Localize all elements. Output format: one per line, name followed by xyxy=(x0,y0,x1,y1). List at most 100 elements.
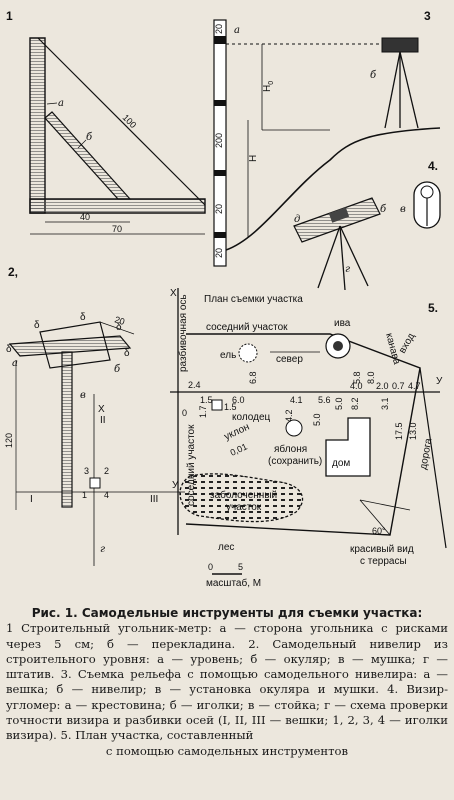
dim-row-2: 6.0 xyxy=(232,395,245,405)
p2-label-v: в xyxy=(80,390,86,401)
entrance-label: вход xyxy=(397,331,417,355)
dim-80: 8.0 xyxy=(366,371,376,384)
panel-2-number: 2, xyxy=(8,265,18,279)
dim-58: 5.8 xyxy=(352,371,362,384)
dim-130: 13.0 xyxy=(408,422,418,440)
neighbor-top: соседний участок xyxy=(206,322,288,333)
scale-label: масштаб, М xyxy=(206,577,261,589)
square-horizontal-board xyxy=(29,198,206,214)
p2-label-a: а xyxy=(12,358,18,369)
p2-delta-2: δ xyxy=(80,312,86,323)
p2-dim-120: 120 xyxy=(4,433,14,448)
p4-label-v: в xyxy=(400,204,406,215)
p4-label-d: д xyxy=(294,214,300,225)
panel-4-number: 4. xyxy=(428,159,438,173)
swamp-label-1: заболоченный xyxy=(210,489,277,501)
neighbor-left: соседний участок xyxy=(186,424,197,506)
slope-label: уклон xyxy=(223,422,252,443)
house xyxy=(325,417,371,477)
p2-pt-4: 4 xyxy=(104,490,109,500)
caption-body: 1 Строительный угольник-метр: а — сторон… xyxy=(6,621,448,743)
dim-24: 2.4 xyxy=(188,380,201,390)
p1-label-b: б xyxy=(86,132,93,143)
panel-3-number: 3 xyxy=(424,9,431,23)
apple-note: (сохранить) xyxy=(268,456,322,467)
p3-h0: H0 xyxy=(262,81,275,92)
p2-mark-i: I xyxy=(30,494,33,505)
p3-h: H xyxy=(248,155,259,162)
p2-delta-5: δ xyxy=(124,348,130,359)
plan-axis-name: разбивочная ось xyxy=(177,294,189,372)
figure-drawings: 1 а б 100 40 70 3 20 200 20 20 а xyxy=(4,9,447,589)
caption-last-line: с помощью самодельных инструментов xyxy=(105,743,349,758)
dim-0: 0 xyxy=(182,408,187,418)
slope-value: 0,01 xyxy=(229,441,249,457)
dim-31: 3.1 xyxy=(380,397,390,410)
p2-axis-y: У xyxy=(172,480,179,491)
p2-label-g: г xyxy=(100,544,105,555)
p2-delta-1: δ xyxy=(34,320,40,331)
cross-board-2 xyxy=(39,321,111,369)
panel-2-cross: 2, δ δ δ δ δ 20 а б в 120 X II У III I 3… xyxy=(4,265,185,566)
forest-label: лес xyxy=(218,542,234,553)
figure-caption: Рис. 1. Самодельные инструменты для съем… xyxy=(6,606,448,759)
terrain-profile xyxy=(225,127,441,251)
p2-axis-x: X xyxy=(98,404,105,415)
p2-dim-20: 20 xyxy=(113,314,126,327)
square-brace xyxy=(44,111,132,200)
spruce-label: ель xyxy=(220,350,236,361)
swamp-label-2: участок xyxy=(226,502,262,513)
panel-5-number: 5. xyxy=(428,301,438,315)
cross-post xyxy=(61,351,73,508)
swamp-area xyxy=(179,473,304,523)
panel-5-plan: 5. План съемки участка X У разбивочная о… xyxy=(170,288,447,589)
p4-label-g: г xyxy=(345,264,350,275)
p1-dim-40: 40 xyxy=(80,212,90,222)
well-label: колодец xyxy=(232,412,271,423)
p4-label-b: б xyxy=(380,204,387,215)
well xyxy=(211,399,223,411)
square-vertical-board xyxy=(29,37,46,214)
level-device xyxy=(381,37,419,53)
dim-17: 1.7 xyxy=(198,405,208,418)
dim-row-8: 4.7 xyxy=(408,381,421,391)
dim-row-1: 1.5 xyxy=(200,395,213,405)
caption-title: Рис. 1. Самодельные инструменты для съем… xyxy=(31,606,423,620)
staff-scale-3: 20 xyxy=(214,204,224,214)
p2-delta-3: δ xyxy=(116,322,122,333)
apple-label: яблоня xyxy=(274,443,307,455)
p2-label-b: б xyxy=(114,364,121,375)
p2-pt-1: 1 xyxy=(82,490,87,500)
staff-scale-1: 20 xyxy=(214,24,224,34)
p1-label-a: а xyxy=(58,98,64,109)
view-angle: 60° xyxy=(372,526,386,536)
panel-1-number: 1 xyxy=(6,9,13,23)
view-label-2: с террасы xyxy=(360,556,407,567)
cross-board-1 xyxy=(8,335,132,357)
dim-15: 1.5 xyxy=(224,402,237,412)
levelling-staff xyxy=(213,19,227,267)
spruce-tree xyxy=(238,343,258,363)
house-label: дом xyxy=(332,458,350,469)
dim-row-6: 2.0 xyxy=(376,381,389,391)
dim-50b: 5.0 xyxy=(334,397,344,410)
plan-title: План съемки участка xyxy=(204,294,303,305)
plan-axis-x-label: X xyxy=(170,288,177,299)
p2-pt-2: 2 xyxy=(104,466,109,476)
scale-0: 0 xyxy=(208,562,213,572)
view-label-1: красивый вид xyxy=(350,544,414,555)
staff-scale-2: 200 xyxy=(214,133,224,148)
willow-label: ива xyxy=(334,318,351,329)
p2-delta-4: δ xyxy=(6,344,12,355)
dim-row-4: 5.6 xyxy=(318,395,331,405)
p2-mark-iii: III xyxy=(150,494,158,505)
dim-50: 5.0 xyxy=(312,413,322,426)
dim-175: 17.5 xyxy=(394,422,404,440)
plan-axis-y-label: У xyxy=(436,376,443,387)
panel-1-square: 1 а б 100 40 70 xyxy=(6,9,206,235)
apple-tree xyxy=(285,419,303,437)
staff-scale-4: 20 xyxy=(214,248,224,258)
scale-5: 5 xyxy=(238,562,243,572)
dim-row-7: 0.7 xyxy=(392,381,405,391)
dim-row-5: 4.0 xyxy=(350,381,363,391)
